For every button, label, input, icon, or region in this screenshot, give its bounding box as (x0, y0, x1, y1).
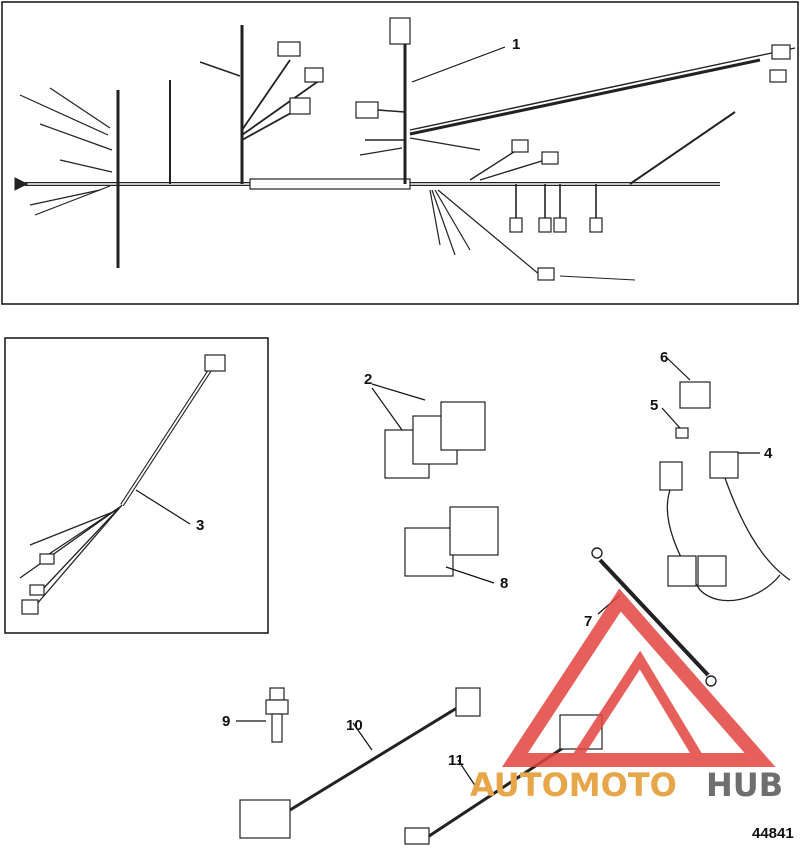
callout-5: 5 (650, 397, 658, 414)
sub-harness (19, 354, 226, 615)
watermark-text-automoto: AUTOMOTO (470, 766, 677, 804)
watermark-text-hub: HUB (706, 766, 783, 804)
callout-6: 6 (660, 349, 668, 366)
main-harness-panel (1, 1, 799, 305)
callout-4: 4 (764, 445, 773, 462)
battery-cable (591, 547, 717, 687)
relays-square (404, 506, 499, 577)
sensor-harness (239, 687, 481, 839)
callout-8: 8 (500, 575, 508, 592)
sensor (265, 687, 289, 743)
relays (384, 401, 486, 479)
watermark-logo (502, 588, 776, 767)
main-wiring-harness (14, 17, 796, 281)
figure-number: 44841 (752, 825, 794, 842)
callout-9: 9 (222, 713, 230, 730)
relay-harness (659, 381, 791, 602)
callout-1: 1 (512, 36, 520, 53)
callout-3: 3 (196, 517, 204, 534)
callout-11: 11 (448, 752, 464, 769)
callout-10: 10 (346, 717, 363, 734)
callout-2: 2 (364, 371, 372, 388)
callout-7: 7 (584, 613, 592, 630)
